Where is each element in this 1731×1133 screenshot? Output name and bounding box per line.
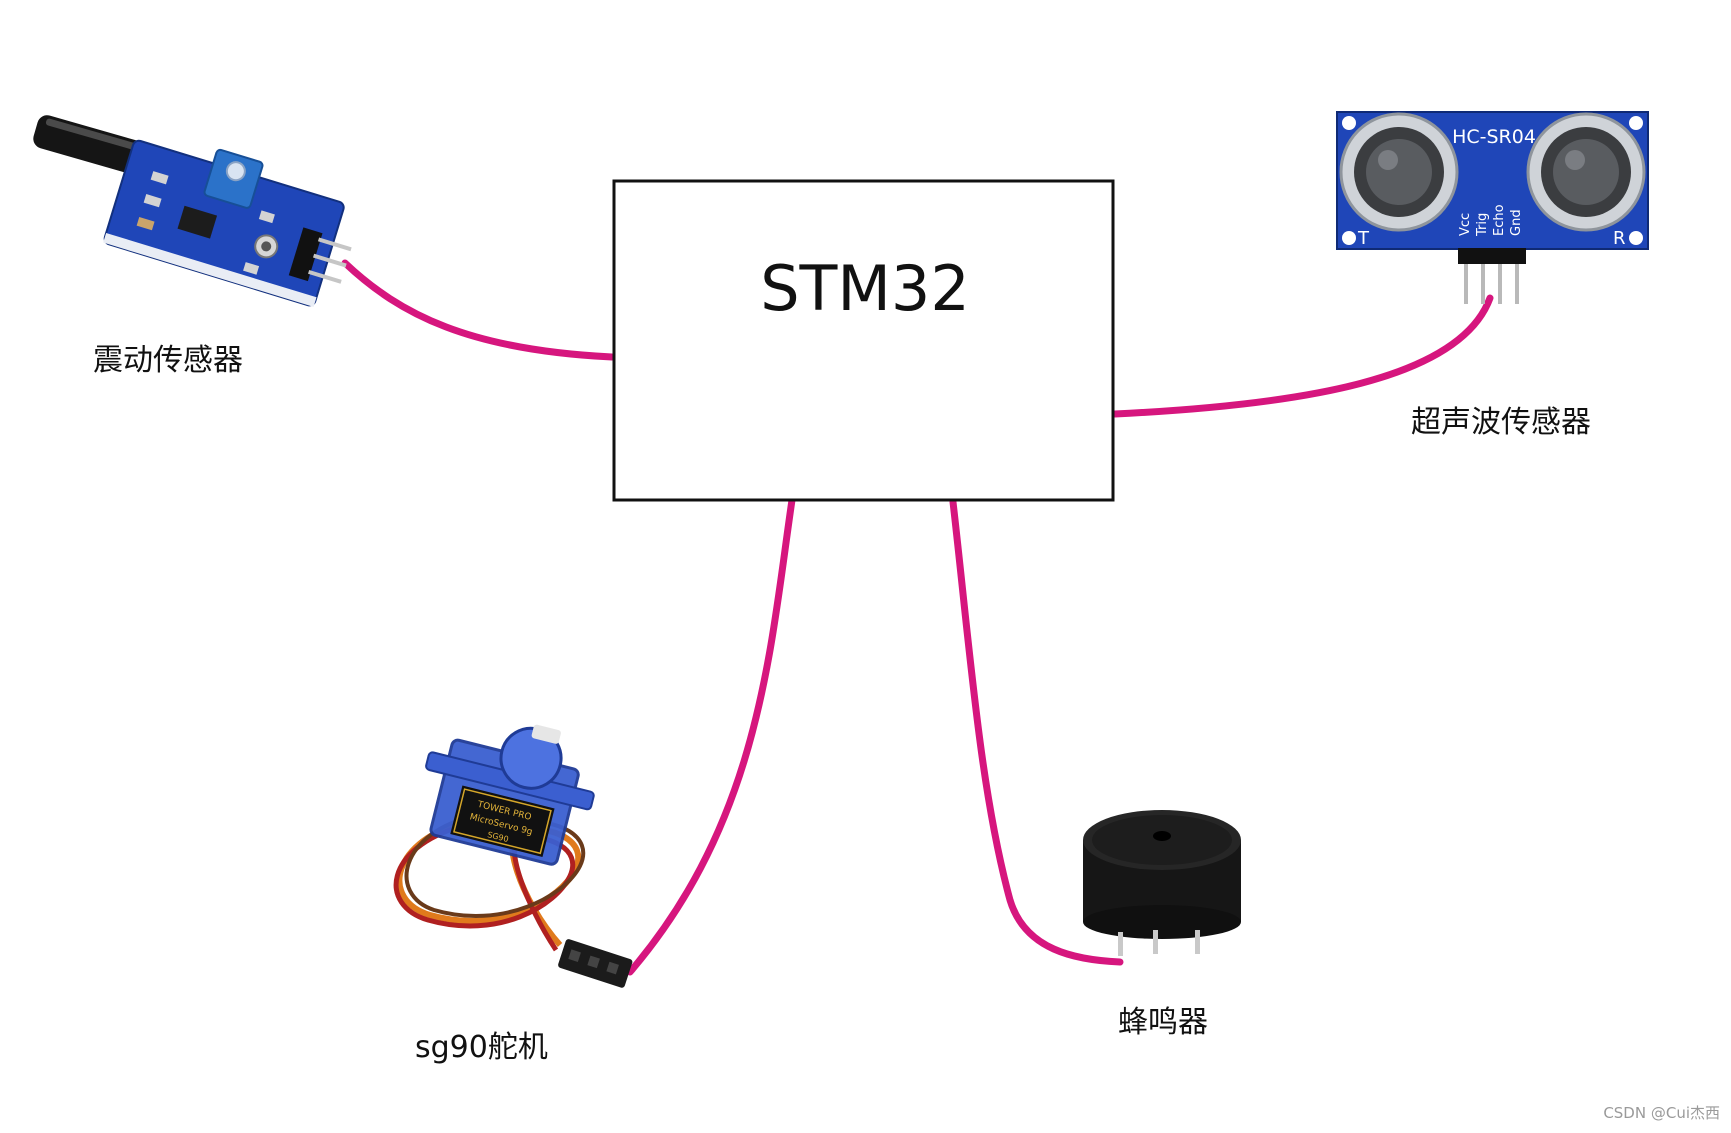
stm32-label: STM32	[760, 252, 970, 325]
servo-image: TOWER PRO MicroServo 9g SG90	[393, 724, 633, 988]
ultrasonic-mark-r: R	[1613, 228, 1626, 249]
ultrasonic-sensor-label: 超声波传感器	[1411, 405, 1591, 440]
wire-vibration-to-stm32	[341, 259, 616, 361]
wire-stm32-to-ultrasonic	[1111, 294, 1494, 418]
ultrasonic-pin-trig: Trig	[1475, 213, 1490, 237]
buzzer-label: 蜂鸣器	[1118, 1005, 1208, 1040]
watermark: CSDN @Cui杰西	[1603, 1104, 1720, 1122]
ultrasonic-module-text: HC-SR04	[1452, 126, 1536, 148]
wire-stm32-to-buzzer	[949, 498, 1124, 966]
stm32-box	[612, 179, 1115, 502]
buzzer-image	[1083, 810, 1241, 956]
ultrasonic-mark-t: T	[1357, 228, 1370, 249]
ultrasonic-pin-gnd: Gnd	[1509, 209, 1524, 236]
vibration-sensor-image	[33, 115, 352, 307]
wire-stm32-to-servo	[626, 496, 796, 976]
servo-label: sg90舵机	[415, 1030, 548, 1065]
ultrasonic-pin-vcc: Vcc	[1458, 213, 1473, 236]
ultrasonic-sensor-image: HC-SR04 T R Vcc Trig Echo Gnd	[1336, 111, 1649, 304]
ultrasonic-pin-echo: Echo	[1492, 204, 1507, 236]
vibration-sensor-label: 震动传感器	[93, 343, 243, 378]
